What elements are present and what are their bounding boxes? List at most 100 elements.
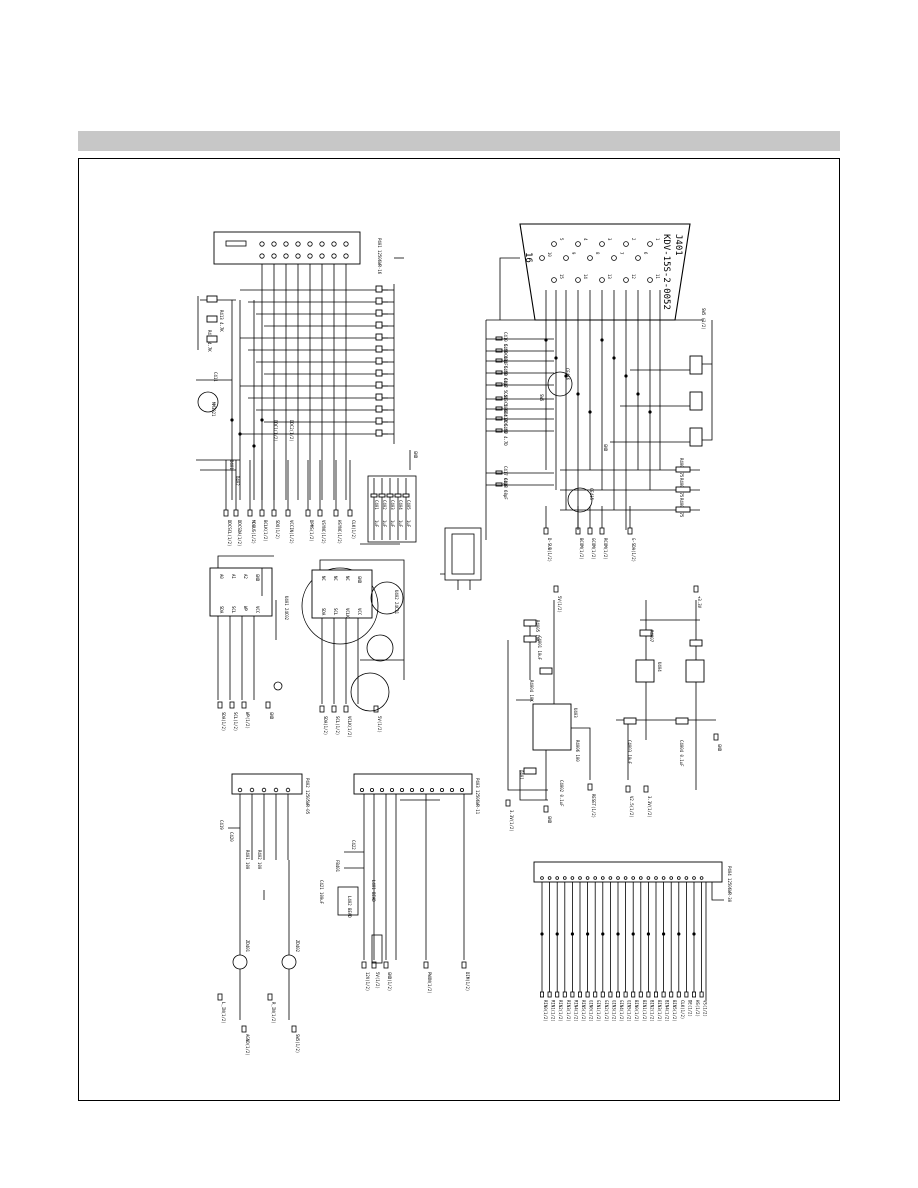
p402-part-label: C419: [219, 820, 224, 830]
jack-pin-label: 11: [655, 274, 660, 279]
protection-diode-symbol: [375, 393, 383, 401]
p404-wire: [705, 882, 724, 1000]
jack-component-label: C413 5.5D: [503, 392, 508, 414]
net-port-symbol: [570, 991, 575, 998]
u403-part-label: R4004 10K: [529, 680, 534, 702]
jack-pin-label: 8: [595, 252, 600, 255]
jack-pin-5: [551, 241, 557, 247]
u402-pin-label: NC: [345, 576, 350, 581]
p403-pin: [429, 788, 434, 793]
cap-bank-symbol: [394, 493, 402, 498]
jack-pin-label: 15: [559, 274, 564, 279]
p404-pin: [540, 876, 544, 880]
jack-pin-9: [563, 255, 569, 261]
cap-bank-value: 1uF: [382, 520, 387, 528]
p403-pin: [369, 788, 374, 793]
net-port-symbol: [693, 585, 699, 593]
jack-cap-symbol: [495, 358, 503, 363]
p403-part-label: L402 BEAD: [347, 896, 352, 918]
net-port-symbol: [291, 1025, 297, 1033]
u402-pin-label: VCC: [357, 608, 362, 616]
jack-pin-6: [635, 255, 641, 261]
jack-pin-4: [575, 241, 581, 247]
p402-part-label: R402 100: [257, 850, 262, 870]
junction-dot: [616, 932, 620, 936]
u401-pin-label: VCC: [255, 606, 260, 614]
p401-ref: P401 12506WR-16: [377, 238, 382, 275]
u403-cap-symbol: [523, 635, 537, 643]
net-port-symbol: [684, 991, 689, 998]
jack-pin-12: [623, 277, 629, 283]
jack-shell-wire: [499, 257, 520, 320]
jack-pin-label: 5: [559, 238, 564, 241]
net-port-symbol: [587, 527, 593, 535]
p402-net-label: R_IN(1/2): [271, 1002, 276, 1024]
p404-pin: [631, 876, 635, 880]
p401-pin: [331, 253, 337, 259]
jack-pin-2: [623, 241, 629, 247]
net-port-symbol: [547, 991, 552, 998]
junction-dot: [648, 410, 652, 414]
u402-net-label: SDA(1/2): [323, 716, 328, 735]
net-port-symbol: [661, 991, 666, 998]
net-port-symbol: [543, 527, 549, 535]
u404-part-label: U404: [657, 662, 662, 672]
net-port-symbol: [229, 701, 235, 709]
jack-net-label: RCOM(1/2): [603, 538, 608, 560]
u402-net-label: SCL(1/2): [335, 716, 340, 735]
jack-pin-7: [611, 255, 617, 261]
u404-part-label: R4007: [649, 630, 654, 643]
jack-pin-label: 10: [547, 252, 552, 257]
p404-net-label: RIN1(1/2): [551, 1000, 556, 1022]
p401-pin: [307, 253, 313, 259]
p404-net-label: CLK(1/2): [680, 1000, 685, 1019]
protection-diode-symbol: [375, 429, 383, 437]
u402-pin-label: GND: [357, 576, 362, 584]
p404-pin: [699, 876, 704, 880]
p401-part-label: C411: [213, 372, 218, 382]
cap-bank-value: 1uF: [374, 520, 379, 528]
p401-part-label: DDC1(1/2): [273, 420, 278, 442]
protection-diode-symbol: [375, 369, 383, 377]
jack-pin-3: [599, 241, 605, 247]
p404-pin: [616, 876, 620, 880]
net-port-symbol: [627, 527, 633, 535]
u403-net-label: GND: [547, 816, 552, 824]
net-port-symbol: [217, 701, 223, 709]
p404-net-label: BIN3(1/2): [657, 1000, 662, 1022]
p401-left-hstubs: [196, 299, 240, 471]
jack-component-label: C418 68pF: [503, 478, 508, 500]
p404-net-label: RIN5(1/2): [581, 1000, 586, 1022]
net-port-symbol: [361, 961, 367, 969]
u402-pin-label: SCL: [333, 608, 338, 616]
cap-bank-value: 1uF: [398, 520, 403, 528]
junction-dot: [646, 932, 651, 936]
net-port-symbol: [623, 991, 628, 998]
jack-pin-label: 2: [631, 238, 636, 241]
p403-pin: [449, 788, 454, 793]
p402-net-label: L_IN(1/2): [221, 1002, 226, 1024]
u403-part-label: R4005 10K: [535, 620, 540, 642]
net-port-symbol: [285, 509, 291, 517]
net-port-symbol: [259, 509, 265, 517]
u403-wire: [519, 770, 548, 801]
p404-net-label: GIN2(1/2): [604, 1000, 609, 1022]
schematic-frame: [78, 158, 840, 1101]
p401-pin: [343, 253, 349, 259]
jack-component-label: C414 5.5D: [503, 412, 508, 434]
jack-component-label: C408 68pF: [503, 366, 508, 388]
p404-pin: [578, 876, 582, 880]
jack-cap-symbol: [495, 470, 503, 475]
title-band: [78, 131, 840, 151]
p401-net-label: VSYNC(1/2): [321, 520, 326, 544]
u401-net-label: GND: [269, 712, 274, 720]
p403-net-label: DIM(1/2): [465, 972, 470, 991]
net-port-symbol: [371, 961, 377, 969]
u401-pin-label: GND: [255, 574, 260, 582]
net-port-symbol: [271, 509, 277, 517]
p403-part-label: C421 100uF: [319, 880, 324, 905]
